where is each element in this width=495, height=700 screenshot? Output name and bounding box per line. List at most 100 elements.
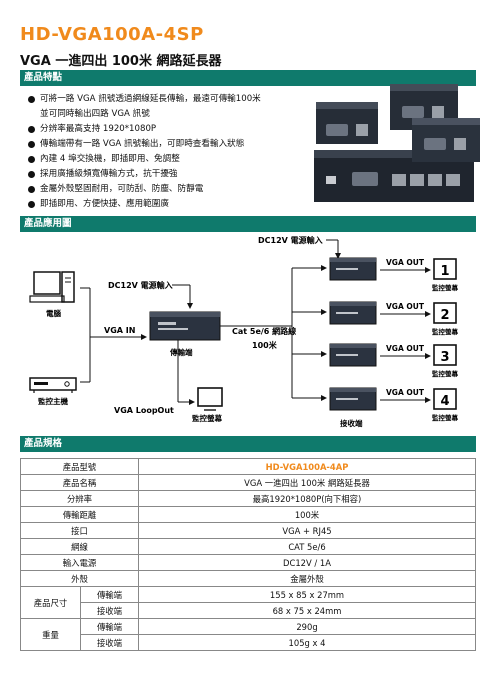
receiver-label: 接收端: [340, 418, 363, 428]
dc-input-left-label: DC12V 電源輸入: [108, 280, 173, 290]
spec-label: 重量: [20, 618, 81, 651]
monitor-icon: [433, 344, 457, 366]
vga-out-label: VGA OUT: [386, 258, 425, 267]
monitor-label: 監控螢幕: [432, 369, 459, 378]
spec-label: 產品尺寸: [20, 586, 81, 619]
spec-value: 68 x 75 x 24mm: [138, 602, 476, 619]
transmitter-device: [149, 311, 221, 341]
table-row: 產品型號 HD-VGA100A-4AP: [20, 458, 476, 475]
spec-label: 產品型號: [20, 458, 139, 475]
feature-item: 分辨率最高支持 1920*1080P: [28, 122, 308, 137]
monitor-icon: [433, 302, 457, 324]
monitor-icon: [433, 258, 457, 280]
spec-value: CAT 5e/6: [138, 538, 476, 555]
product-photo: [314, 84, 480, 202]
feature-item: 傳輸端帶有一路 VGA 訊號輸出，可即時查看輸入狀態: [28, 137, 308, 152]
spec-label: 輸入電源: [20, 554, 139, 571]
bullet-icon: [28, 171, 35, 178]
feature-list: 可將一路 VGA 訊號透過網線延長傳輸，最遠可傳輸100米 並可同時輸出四路 V…: [28, 92, 308, 212]
output-row-1: VGA OUT 1 監控螢幕: [380, 258, 459, 292]
monitor-icon: [433, 388, 457, 410]
spec-value: 金屬外殼: [138, 570, 476, 587]
feature-item: 並可同時輸出四路 VGA 訊號: [40, 109, 150, 119]
spec-table: 產品型號 HD-VGA100A-4AP 產品名稱 VGA 一進四出 100米 網…: [20, 458, 476, 651]
spec-value: 105g x 4: [138, 634, 476, 651]
cable-label: Cat 5e/6 網路線: [232, 326, 296, 336]
feature-item: 可將一路 VGA 訊號透過網線延長傳輸，最遠可傳輸100米: [28, 92, 308, 107]
table-row: 接口 VGA + RJ45: [20, 522, 476, 539]
monitor-number: 4: [440, 394, 449, 409]
output-row-2: VGA OUT 2 監控螢幕: [380, 302, 459, 336]
vga-out-label: VGA OUT: [386, 388, 425, 397]
spec-sublabel: 傳輸端: [80, 586, 139, 603]
host-label: 監控主機: [38, 396, 68, 406]
computer-label: 電腦: [46, 308, 61, 318]
dc-input-top-label: DC12V 電源輸入: [258, 235, 323, 245]
monitor-label: 監控螢幕: [432, 327, 459, 336]
table-row: 重量 傳輸端 290g: [20, 618, 476, 651]
spec-label: 產品名稱: [20, 474, 139, 491]
spec-value: 290g: [138, 618, 476, 635]
table-row: 接收端 105g x 4: [21, 634, 476, 651]
vga-out-label: VGA OUT: [386, 344, 425, 353]
vga-out-label: VGA OUT: [386, 302, 425, 311]
product-name: VGA 一進四出 100米 網路延長器: [20, 54, 222, 69]
spec-sublabel: 傳輸端: [80, 618, 139, 635]
bullet-icon: [28, 96, 35, 103]
table-row: 分辨率 最高1920*1080P(向下相容): [20, 490, 476, 507]
spec-value: VGA 一進四出 100米 網路延長器: [138, 474, 476, 491]
spec-value: HD-VGA100A-4AP: [138, 458, 476, 475]
bullet-icon: [28, 156, 35, 163]
vga-in-label: VGA IN: [104, 326, 135, 335]
spec-label: 分辨率: [20, 490, 139, 507]
dvr-host-icon: [29, 377, 77, 393]
spec-label: 接口: [20, 522, 139, 539]
distance-label: 100米: [252, 340, 278, 350]
monitor-label: 監控螢幕: [432, 283, 459, 292]
computer-icon: [29, 271, 75, 303]
table-row: 輸入電源 DC12V / 1A: [20, 554, 476, 571]
model-title: HD-VGA100A-4SP: [20, 24, 204, 45]
receiver-device-1: [329, 257, 377, 281]
receiver-device-4: [329, 387, 377, 411]
bullet-icon: [28, 126, 35, 133]
vga-loop-label: VGA LoopOut: [114, 406, 174, 415]
section-application-bar: 產品應用圖: [20, 216, 476, 232]
table-row: 網線 CAT 5e/6: [20, 538, 476, 555]
feature-item: 採用廣播級頻寬傳輸方式，抗干擾強: [28, 167, 308, 182]
section-specs-bar: 產品規格: [20, 436, 476, 452]
spec-sublabel: 接收端: [80, 634, 139, 651]
spec-sublabel: 接收端: [80, 602, 139, 619]
spec-label: 網線: [20, 538, 139, 555]
receiver-unit-image: [316, 102, 378, 144]
bullet-icon: [28, 141, 35, 148]
receiver-device-3: [329, 343, 377, 367]
spec-value: 100米: [138, 506, 476, 523]
bullet-icon: [28, 186, 35, 193]
feature-item: 即插即用、方便快捷、應用範圍廣: [28, 197, 308, 212]
local-monitor-label: 監控螢幕: [192, 413, 222, 423]
receiver-device-2: [329, 301, 377, 325]
spec-label: 外殼: [20, 570, 139, 587]
receiver-unit-image: [412, 118, 480, 162]
table-row: 接收端 68 x 75 x 24mm: [21, 602, 476, 619]
monitor-number: 2: [440, 308, 449, 323]
monitor-label: 監控螢幕: [432, 413, 459, 422]
output-row-4: VGA OUT 4 監控螢幕: [380, 388, 459, 422]
spec-value: 155 x 85 x 27mm: [138, 586, 476, 603]
feature-item: 金屬外殼堅固耐用，可防刮、防塵、防靜電: [28, 182, 308, 197]
feature-item: 內建 4 埠交換機，即插即用、免調整: [28, 152, 308, 167]
spec-value: VGA + RJ45: [138, 522, 476, 539]
transmitter-label: 傳輸端: [169, 347, 193, 357]
table-row: 外殼 金屬外殼: [20, 570, 476, 587]
application-diagram: DC12V 電源輸入 電腦 監控主機 VGA IN DC12V 電源輸入 傳輸端…: [29, 235, 459, 428]
monitor-number: 1: [440, 264, 449, 279]
table-row: 產品尺寸 傳輸端 155 x 85 x 27mm: [20, 586, 476, 619]
spec-value: 最高1920*1080P(向下相容): [138, 490, 476, 507]
spec-value: DC12V / 1A: [138, 554, 476, 571]
output-row-3: VGA OUT 3 監控螢幕: [380, 344, 459, 378]
spec-label: 傳輸距離: [20, 506, 139, 523]
table-row: 產品名稱 VGA 一進四出 100米 網路延長器: [20, 474, 476, 491]
section-features-bar: 產品特點: [20, 70, 476, 86]
local-monitor-icon: [197, 387, 223, 411]
